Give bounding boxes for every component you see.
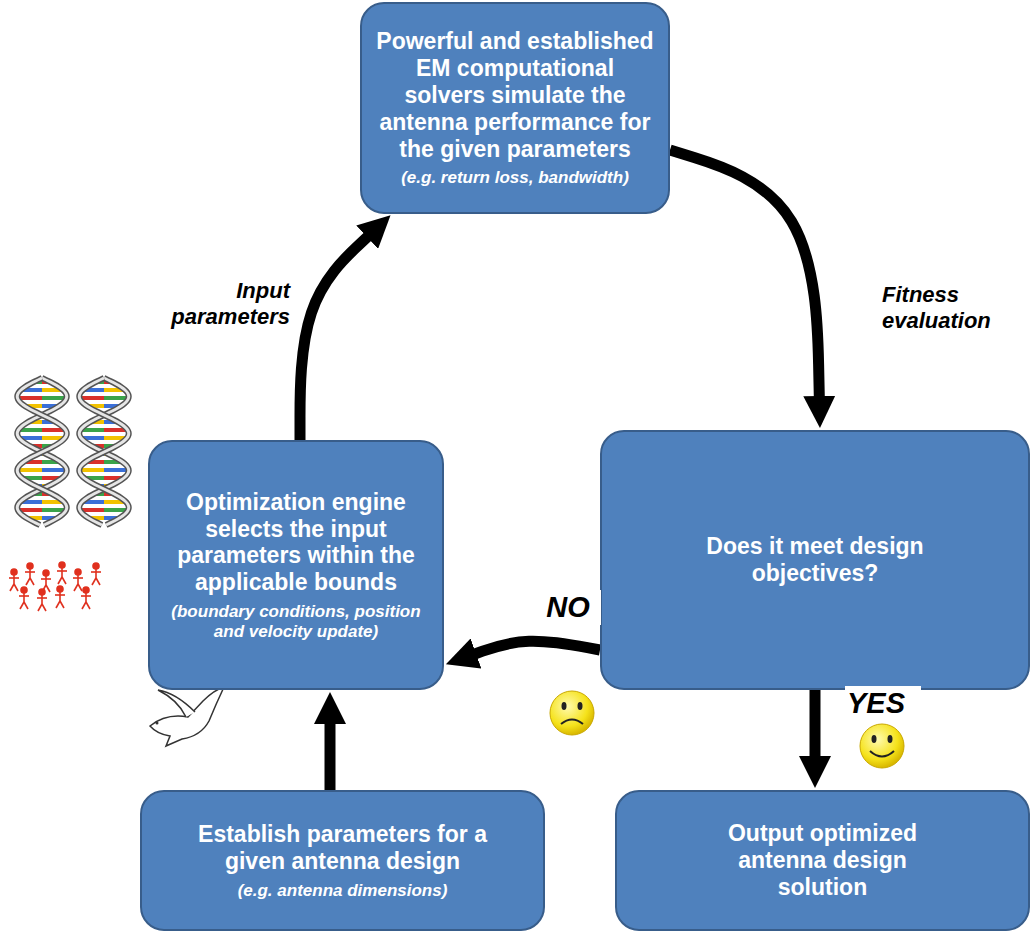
edge-label: Input parameters	[150, 278, 292, 331]
happy-face-icon	[860, 724, 904, 768]
box-title: Powerful and established EM computationa…	[374, 28, 656, 163]
edge-label: NO	[535, 590, 601, 625]
box-note: (boundary conditions, position and veloc…	[162, 602, 430, 641]
edge-label: Fitness evaluation	[880, 282, 1030, 335]
box-title: Output optimized antenna design solution	[708, 820, 938, 901]
flow-arrow	[670, 150, 819, 398]
process-box: Optimization engine selects the input pa…	[148, 440, 444, 690]
flow-arrow	[810, 690, 821, 758]
box-title: Establish parameters for a given antenna…	[178, 821, 508, 875]
flow-arrow	[474, 641, 600, 654]
box-note: (e.g. antenna dimensions)	[238, 881, 448, 901]
dna-helix-icon	[17, 378, 129, 525]
process-box: Powerful and established EM computationa…	[360, 2, 670, 214]
flow-arrow	[325, 722, 336, 790]
process-box: Does it meet design objectives?	[600, 430, 1030, 690]
flow-arrow	[300, 236, 369, 440]
process-box: Establish parameters for a given antenna…	[140, 790, 545, 931]
sad-face-icon	[550, 691, 594, 735]
dove-icon	[150, 687, 224, 746]
process-box: Output optimized antenna design solution	[615, 790, 1030, 931]
box-title: Does it meet design objectives?	[695, 533, 935, 587]
box-title: Optimization engine selects the input pa…	[162, 489, 430, 597]
edge-label: YES	[845, 686, 921, 721]
swarm-people-icon	[9, 562, 101, 611]
box-note: (e.g. return loss, bandwidth)	[401, 168, 629, 188]
